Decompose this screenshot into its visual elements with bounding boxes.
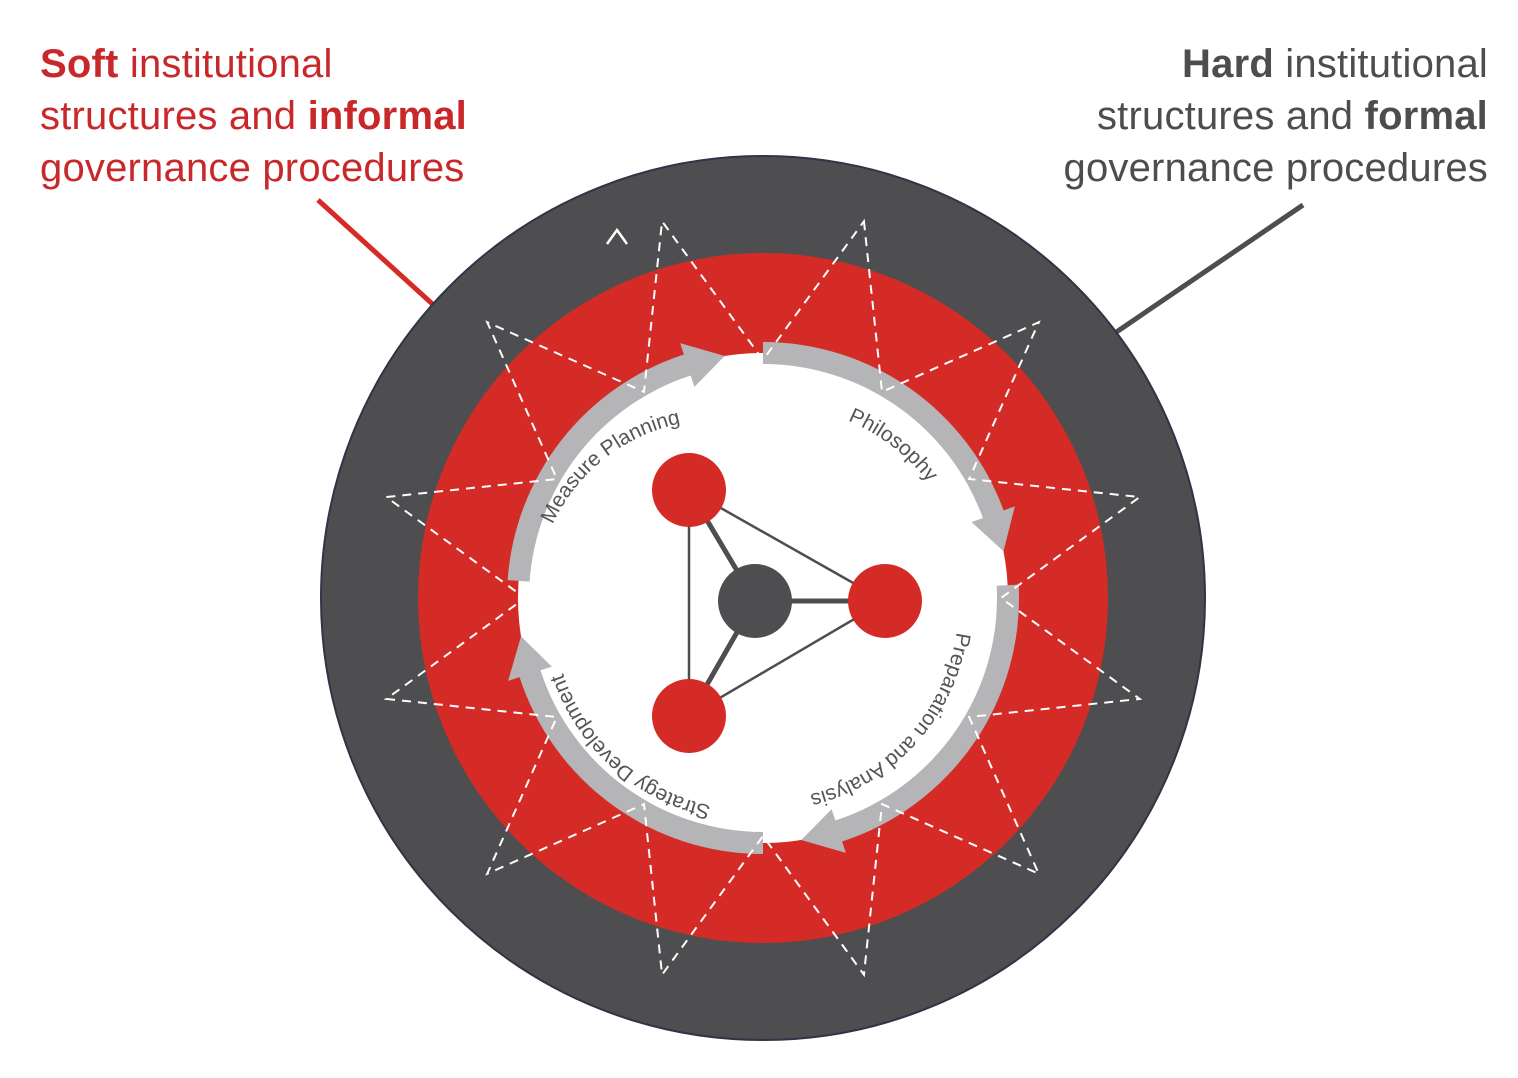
network-edge bbox=[688, 599, 886, 718]
cycle-arrow-segment bbox=[801, 584, 1019, 853]
cycle-arrow-segment bbox=[508, 636, 763, 854]
star-outline bbox=[383, 218, 1143, 978]
soft-word: Soft bbox=[40, 42, 119, 86]
network-node-top bbox=[652, 453, 726, 527]
cycle-arrow-segment bbox=[507, 343, 725, 582]
informal-word: informal bbox=[307, 94, 467, 138]
central-network bbox=[652, 453, 922, 753]
soft-structures-label: Soft institutional structures and inform… bbox=[40, 38, 467, 194]
network-node-bottom bbox=[652, 679, 726, 753]
network-node-center bbox=[718, 564, 792, 638]
cycle-arrow-segment bbox=[763, 342, 1015, 552]
up-arrow-icon bbox=[605, 227, 629, 245]
soft-line1-rest: institutional bbox=[118, 42, 333, 86]
hard-line1-rest: institutional bbox=[1273, 42, 1488, 86]
soft-line3: governance procedures bbox=[40, 146, 465, 190]
process-cycle-arrows bbox=[507, 342, 1019, 854]
formal-word: formal bbox=[1364, 94, 1488, 138]
dashed-star-outline bbox=[383, 218, 1143, 978]
hard-line2-rest: structures and bbox=[1096, 94, 1365, 138]
hard-line3: governance procedures bbox=[1063, 146, 1488, 190]
hard-leader-line bbox=[1110, 202, 1305, 338]
soft-line2-rest: structures and bbox=[40, 94, 308, 138]
network-node-right bbox=[848, 564, 922, 638]
hard-structures-label: Hard institutional structures and formal… bbox=[1064, 38, 1488, 194]
network-edge bbox=[688, 488, 886, 603]
hard-word: Hard bbox=[1182, 42, 1274, 86]
